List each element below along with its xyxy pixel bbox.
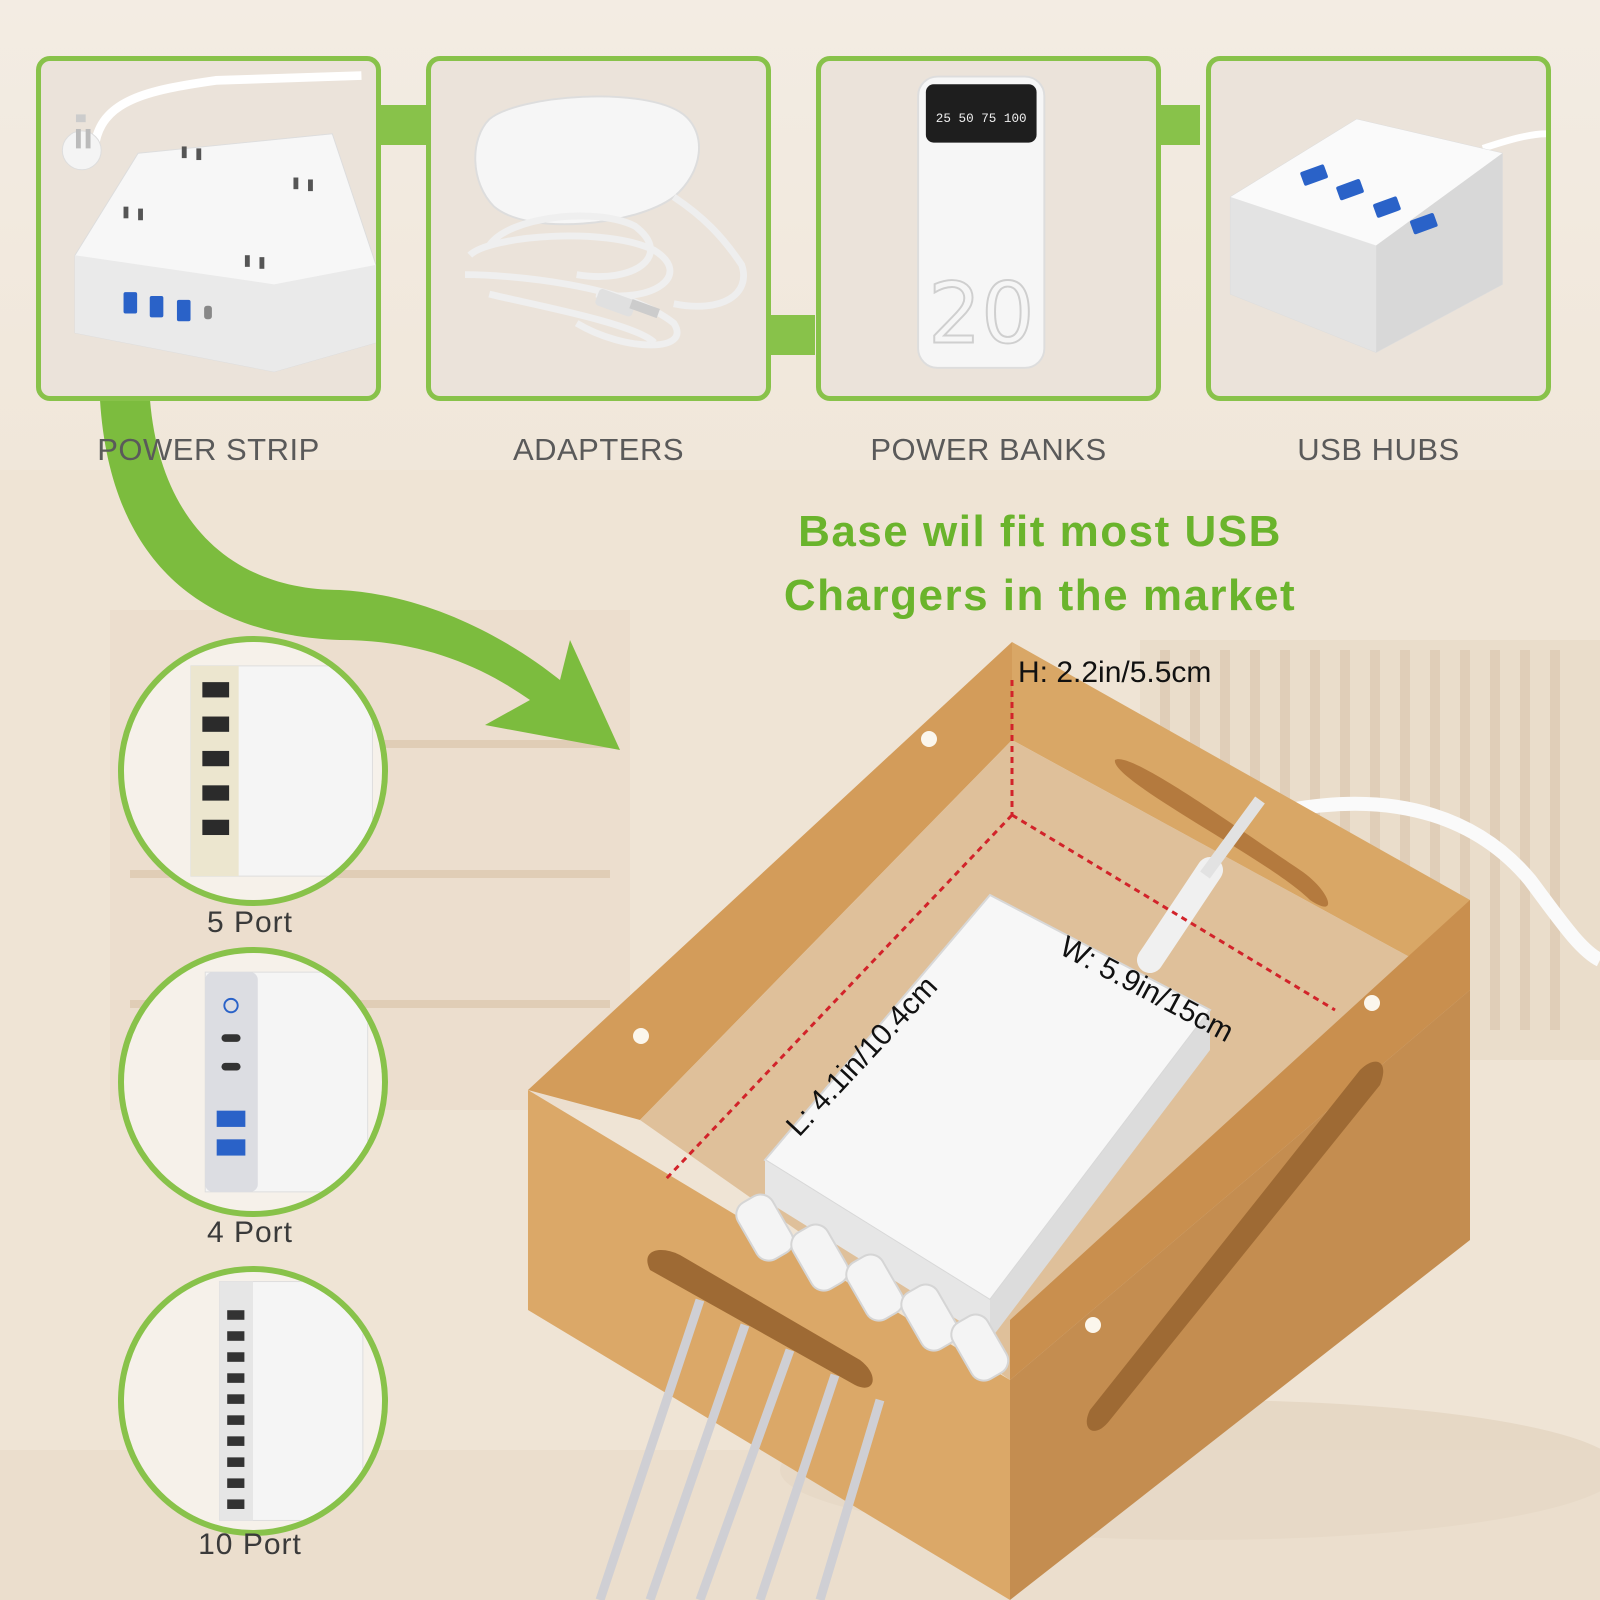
four-port-charger-circle	[118, 947, 388, 1217]
four-port-label: 4 Port	[206, 1216, 294, 1249]
five-port-label: 5 Port	[206, 906, 294, 939]
height-dimension-label: H: 2.2in/5.5cm	[1018, 656, 1212, 689]
usb-hub-icon	[1229, 118, 1546, 353]
adapter-icon	[464, 95, 747, 349]
power-strip-card	[36, 56, 381, 401]
ten-port-charger-circle	[118, 1266, 388, 1536]
power-strip-icon	[61, 71, 376, 373]
headline-line-2: Chargers in the market	[783, 571, 1297, 620]
power-banks-card: 25 50 75 100 20	[816, 56, 1161, 401]
headline: Base wil fit most USB Chargers in the ma…	[760, 500, 1320, 628]
ten-port-charger-icon	[219, 1281, 364, 1521]
category-label-adapters: ADAPTERS	[512, 432, 685, 467]
power-bank-display: 25 50 75 100	[936, 111, 1027, 126]
category-label-usb-hubs: USB HUBS	[1297, 432, 1460, 467]
category-label-power-strip: POWER STRIP	[97, 432, 320, 467]
adapters-card	[426, 56, 771, 401]
headline-line-1: Base wil fit most USB	[798, 507, 1282, 556]
ten-port-label: 10 Port	[198, 1528, 302, 1561]
usb-hubs-card	[1206, 56, 1551, 401]
five-port-charger-circle	[118, 636, 388, 906]
four-port-charger-icon	[204, 971, 369, 1193]
category-label-power-banks: POWER BANKS	[870, 432, 1107, 467]
five-port-charger-icon	[190, 665, 373, 877]
power-bank-capacity: 20	[928, 265, 1034, 363]
power-bank-icon: 25 50 75 100 20	[917, 75, 1046, 369]
